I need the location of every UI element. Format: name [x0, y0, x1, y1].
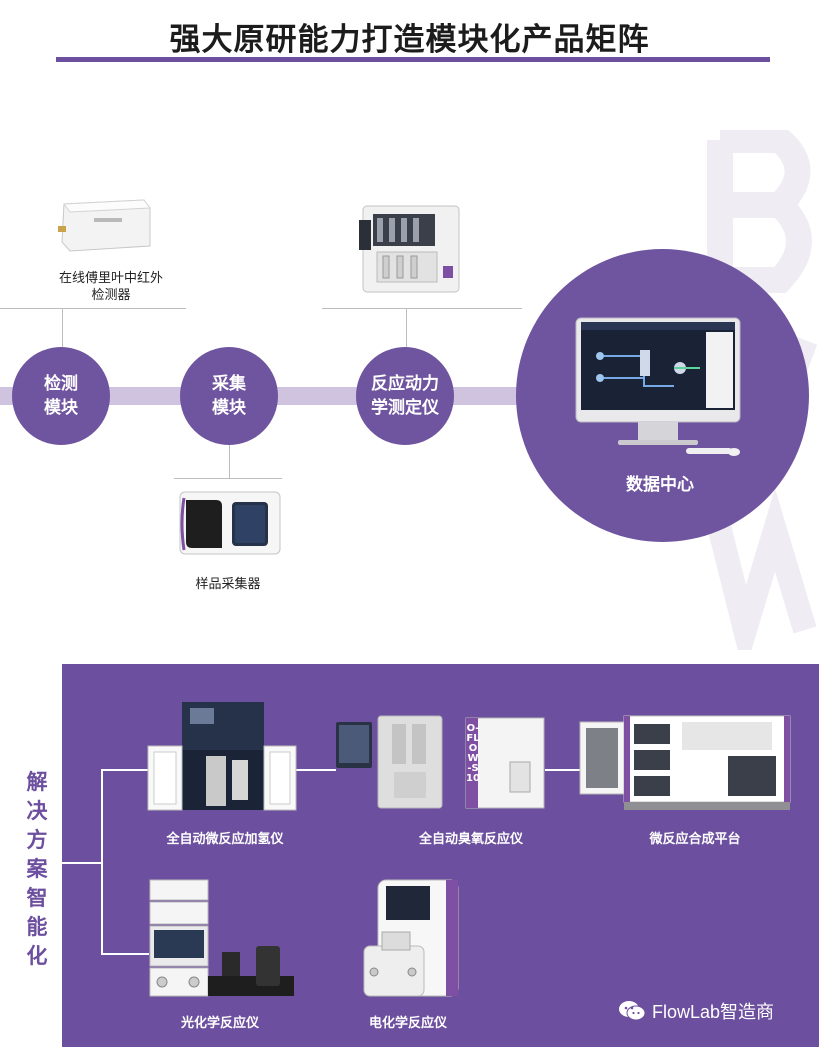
- electrochem-caption: 电化学反应仪: [368, 1016, 447, 1031]
- credit-text: FlowLab智造商: [652, 1002, 775, 1022]
- kinetics-analyzer-circle: 反应动力 学测定仪: [356, 347, 454, 445]
- detection-module-circle: 检测 模块: [12, 347, 110, 445]
- ftir-connector-vertical: [62, 308, 63, 358]
- electrochem-device-image: [362, 876, 462, 1000]
- side-label-char: 方: [26, 828, 48, 852]
- ozone-device-label: O-FLOW-S10: [466, 723, 480, 784]
- tree-branch-top: [101, 769, 149, 771]
- ftir-caption: 在线傅里叶中红外 检测器: [36, 270, 186, 304]
- kinetics-analyzer-image: [355, 200, 467, 296]
- ftir-connector-horizontal: [0, 308, 186, 309]
- side-label-char: 决: [26, 799, 48, 823]
- tree-trunk-line: [101, 770, 103, 954]
- link-ozone-platform: [545, 769, 581, 771]
- detection-module-line1: 检测: [44, 374, 78, 394]
- collection-module-line1: 采集: [212, 374, 246, 394]
- sampler-connector-vertical: [229, 440, 230, 478]
- title-underline: [56, 57, 770, 62]
- kinetics-analyzer-line2: 学测定仪: [371, 398, 439, 418]
- photochem-caption: 光化学反应仪: [180, 1016, 259, 1031]
- monitor-image: [574, 316, 742, 460]
- side-label-char: 能: [26, 915, 48, 939]
- photochem-device-image: [146, 876, 296, 1000]
- credit-watermark: FlowLab智造商: [618, 998, 808, 1024]
- collection-module-line2: 模块: [212, 398, 246, 418]
- solutions-side-tab: [14, 664, 62, 1047]
- micro-platform-caption: 微反应合成平台: [649, 832, 741, 847]
- ftir-caption-line2: 检测器: [91, 288, 131, 303]
- page-title: 强大原研能力打造模块化产品矩阵: [169, 22, 650, 58]
- wechat-icon: [618, 1000, 646, 1022]
- detection-module-line2: 模块: [44, 398, 78, 418]
- ozone-caption: 全自动臭氧反应仪: [418, 832, 523, 847]
- solutions-side-label: 解 决 方 案 智 能 化: [22, 768, 52, 971]
- side-label-char: 化: [26, 944, 48, 968]
- micro-platform-image: [578, 712, 794, 814]
- sampler-connector-horizontal: [174, 478, 282, 479]
- sampler-caption: 样品采集器: [195, 577, 261, 592]
- tree-branch-bottom: [101, 953, 149, 955]
- sampler-image: [178, 488, 283, 558]
- tree-root-line: [62, 862, 102, 864]
- hydrogenation-caption: 全自动微反应加氢仪: [166, 832, 284, 847]
- side-label-char: 解: [26, 770, 48, 794]
- side-label-char: 智: [26, 886, 48, 910]
- hydrogenation-device-image: [146, 700, 298, 812]
- side-label-char: 案: [26, 857, 48, 881]
- kinetics-analyzer-line1: 反应动力: [371, 374, 439, 394]
- data-center-label: 数据中心: [626, 475, 694, 495]
- ftir-detector-image: [56, 196, 151, 254]
- kinetics-connector-vertical: [406, 308, 407, 358]
- kinetics-connector-horizontal: [322, 308, 522, 309]
- collection-module-circle: 采集 模块: [180, 347, 278, 445]
- ftir-caption-line1: 在线傅里叶中红外: [58, 271, 163, 286]
- ozone-device-image: [334, 712, 546, 812]
- link-hydro-ozone: [296, 769, 336, 771]
